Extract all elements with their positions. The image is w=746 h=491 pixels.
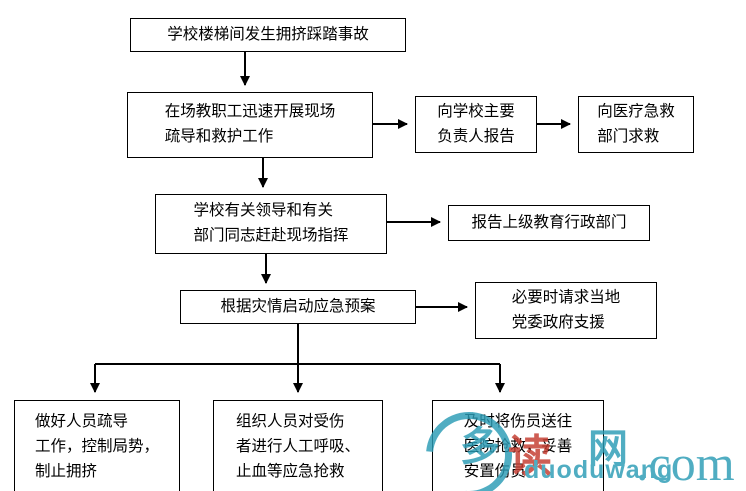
node-leaders-command: 学校有关领导和有关 部门同志赶赴现场指挥 bbox=[155, 194, 387, 254]
node-crowd-control: 做好人员疏导 工作，控制局势， 制止拥挤 bbox=[14, 400, 180, 491]
node-accident: 学校楼梯间发生拥挤踩踏事故 bbox=[130, 18, 406, 52]
node-first-aid: 组织人员对受伤 者进行人工呼吸、 止血等应急抢救 bbox=[213, 400, 383, 491]
node-report-education-dept: 报告上级教育行政部门 bbox=[448, 205, 650, 241]
node-hospital-transfer: 及时将伤员送往 医院抢救，妥善 安置伤员 bbox=[432, 400, 604, 491]
node-report-principal: 向学校主要 负责人报告 bbox=[415, 96, 537, 153]
node-activate-plan: 根据灾情启动应急预案 bbox=[180, 290, 416, 324]
node-staff-response: 在场教职工迅速开展现场 疏导和救护工作 bbox=[127, 92, 373, 158]
node-request-government: 必要时请求当地 党委政府支援 bbox=[475, 282, 657, 339]
node-call-medical: 向医疗急救 部门求救 bbox=[578, 96, 694, 153]
